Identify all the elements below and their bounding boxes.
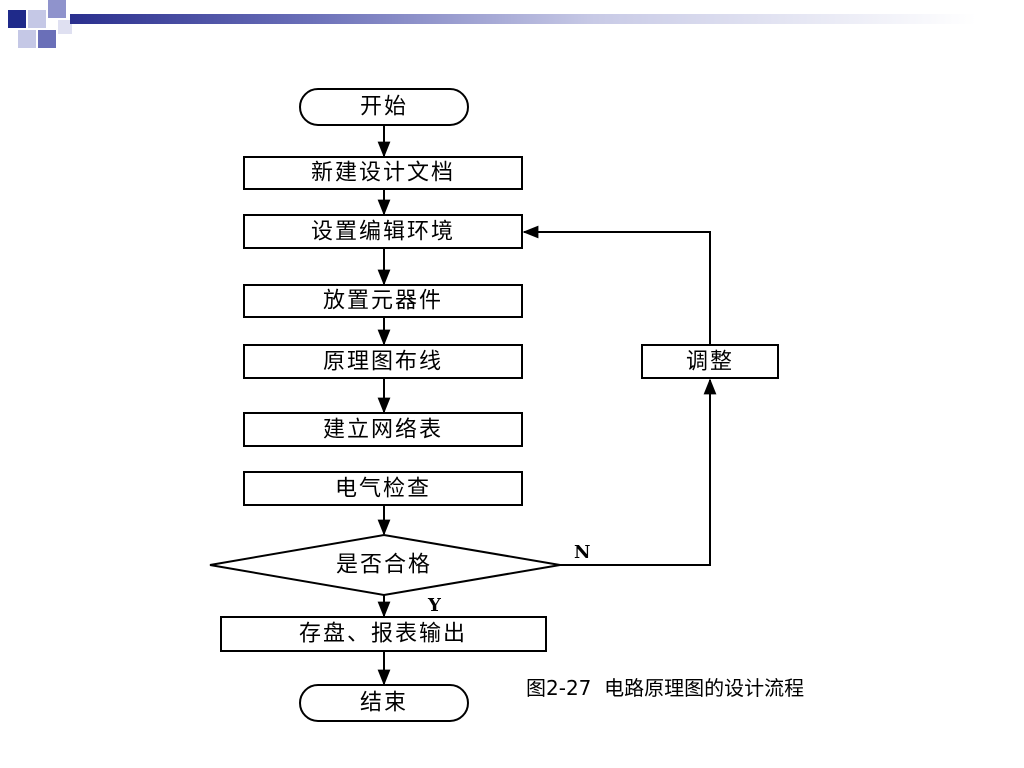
decor-square-light [28,10,46,28]
adjust-label: 调整 [686,350,734,375]
adjust-step: 调整 [641,344,779,379]
wiring-step: 原理图布线 [243,344,523,379]
decor-square-dark [8,10,26,28]
decor-square-mid [48,0,66,18]
electrical-check-label: 电气检查 [335,477,431,502]
save-report-step: 存盘、报表输出 [220,616,547,652]
electrical-check-step: 电气检查 [243,471,523,506]
decor-square-light [18,30,36,48]
decision-node: 是否合格 [209,533,561,597]
place-parts-step: 放置元器件 [243,284,523,318]
netlist-label: 建立网络表 [323,418,443,443]
edge-label-yes: Y [427,595,442,616]
place-parts-label: 放置元器件 [323,289,443,314]
slide-header-decoration [0,0,1024,62]
start-label: 开始 [360,95,408,120]
save-report-label: 存盘、报表输出 [299,622,467,647]
decision-label: 是否合格 [336,553,432,578]
netlist-step: 建立网络表 [243,412,523,447]
figure-caption: 图2-27 电路原理图的设计流程 [526,676,805,700]
header-gradient-bar [70,14,1024,24]
arrow-decision-no-to-adjust [560,378,717,566]
edge-label-no: N [574,542,590,563]
wiring-label: 原理图布线 [323,350,443,375]
decor-square-mid [38,30,56,48]
decor-square-light [58,20,72,34]
new-document-label: 新建设计文档 [311,161,455,186]
new-document-step: 新建设计文档 [243,156,523,190]
end-node: 结束 [299,684,469,722]
set-environment-label: 设置编辑环境 [311,220,455,245]
start-node: 开始 [299,88,469,126]
end-label: 结束 [360,691,408,716]
arrow-adjust-to-env [522,225,711,345]
set-environment-step: 设置编辑环境 [243,214,523,249]
